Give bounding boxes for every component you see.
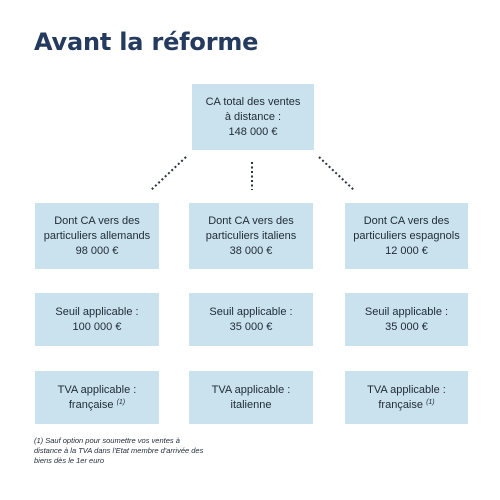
tva-value-line: française (1) xyxy=(367,398,446,413)
tva-footnote-marker: (1) xyxy=(426,398,435,406)
seuil-label: Seuil applicable : xyxy=(209,305,293,318)
tva-box-spain: TVA applicable : française (1) xyxy=(345,371,468,424)
tva-footnote-marker: (1) xyxy=(116,398,126,406)
footnote-line2: distance à la TVA dans l'Etat membre d'a… xyxy=(34,446,204,455)
tva-value-line: italienne xyxy=(212,398,291,413)
ca-line1: Dont CA vers des xyxy=(208,214,294,227)
tva-label: TVA applicable : xyxy=(211,383,291,396)
connector-left xyxy=(149,156,187,192)
tva-box-germany: TVA applicable : française (1) xyxy=(35,371,159,424)
total-sales-line2: à distance : xyxy=(224,110,282,123)
tva-value-line: française (1) xyxy=(58,398,137,413)
seuil-label: Seuil applicable : xyxy=(364,305,449,318)
total-sales-value: 148 000 € xyxy=(228,125,278,138)
connector-right xyxy=(318,156,356,192)
seuil-box-spain: Seuil applicable : 35 000 € xyxy=(345,293,468,346)
footnote-line3: biens dès le 1er euro xyxy=(34,456,105,465)
tva-box-italy: TVA applicable : italienne xyxy=(189,371,313,424)
tva-label: TVA applicable : xyxy=(367,383,446,396)
seuil-value: 35 000 € xyxy=(385,320,428,333)
tva-value: française xyxy=(378,398,423,411)
ca-line1: Dont CA vers des xyxy=(54,214,140,227)
total-sales-box: CA total des ventes à distance : 148 000… xyxy=(192,84,314,150)
tva-label: TVA applicable : xyxy=(57,383,137,396)
ca-box-germany: Dont CA vers des particuliers allemands … xyxy=(35,203,159,269)
ca-line2: particuliers espagnols xyxy=(353,229,460,242)
footnote-line1: (1) Sauf option pour soumettre vos vente… xyxy=(34,436,180,445)
ca-line1: Dont CA vers des xyxy=(363,214,450,227)
total-sales-line1: CA total des ventes xyxy=(205,95,301,108)
tva-value: italienne xyxy=(230,398,272,411)
seuil-label: Seuil applicable : xyxy=(55,305,139,318)
page-title: Avant la réforme xyxy=(34,28,259,56)
seuil-box-germany: Seuil applicable : 100 000 € xyxy=(35,293,159,346)
ca-line2: particuliers allemands xyxy=(43,229,151,242)
seuil-value: 100 000 € xyxy=(72,320,122,333)
ca-value: 12 000 € xyxy=(385,244,428,257)
ca-line2: particuliers italiens xyxy=(205,229,297,242)
seuil-box-italy: Seuil applicable : 35 000 € xyxy=(189,293,313,346)
ca-value: 98 000 € xyxy=(75,244,119,257)
footnote: (1) Sauf option pour soumettre vos vente… xyxy=(34,436,249,466)
tva-value: française xyxy=(68,398,114,411)
ca-box-italy: Dont CA vers des particuliers italiens 3… xyxy=(189,203,313,269)
ca-box-spain: Dont CA vers des particuliers espagnols … xyxy=(345,203,468,269)
seuil-value: 35 000 € xyxy=(229,320,273,333)
ca-value: 38 000 € xyxy=(229,244,273,257)
